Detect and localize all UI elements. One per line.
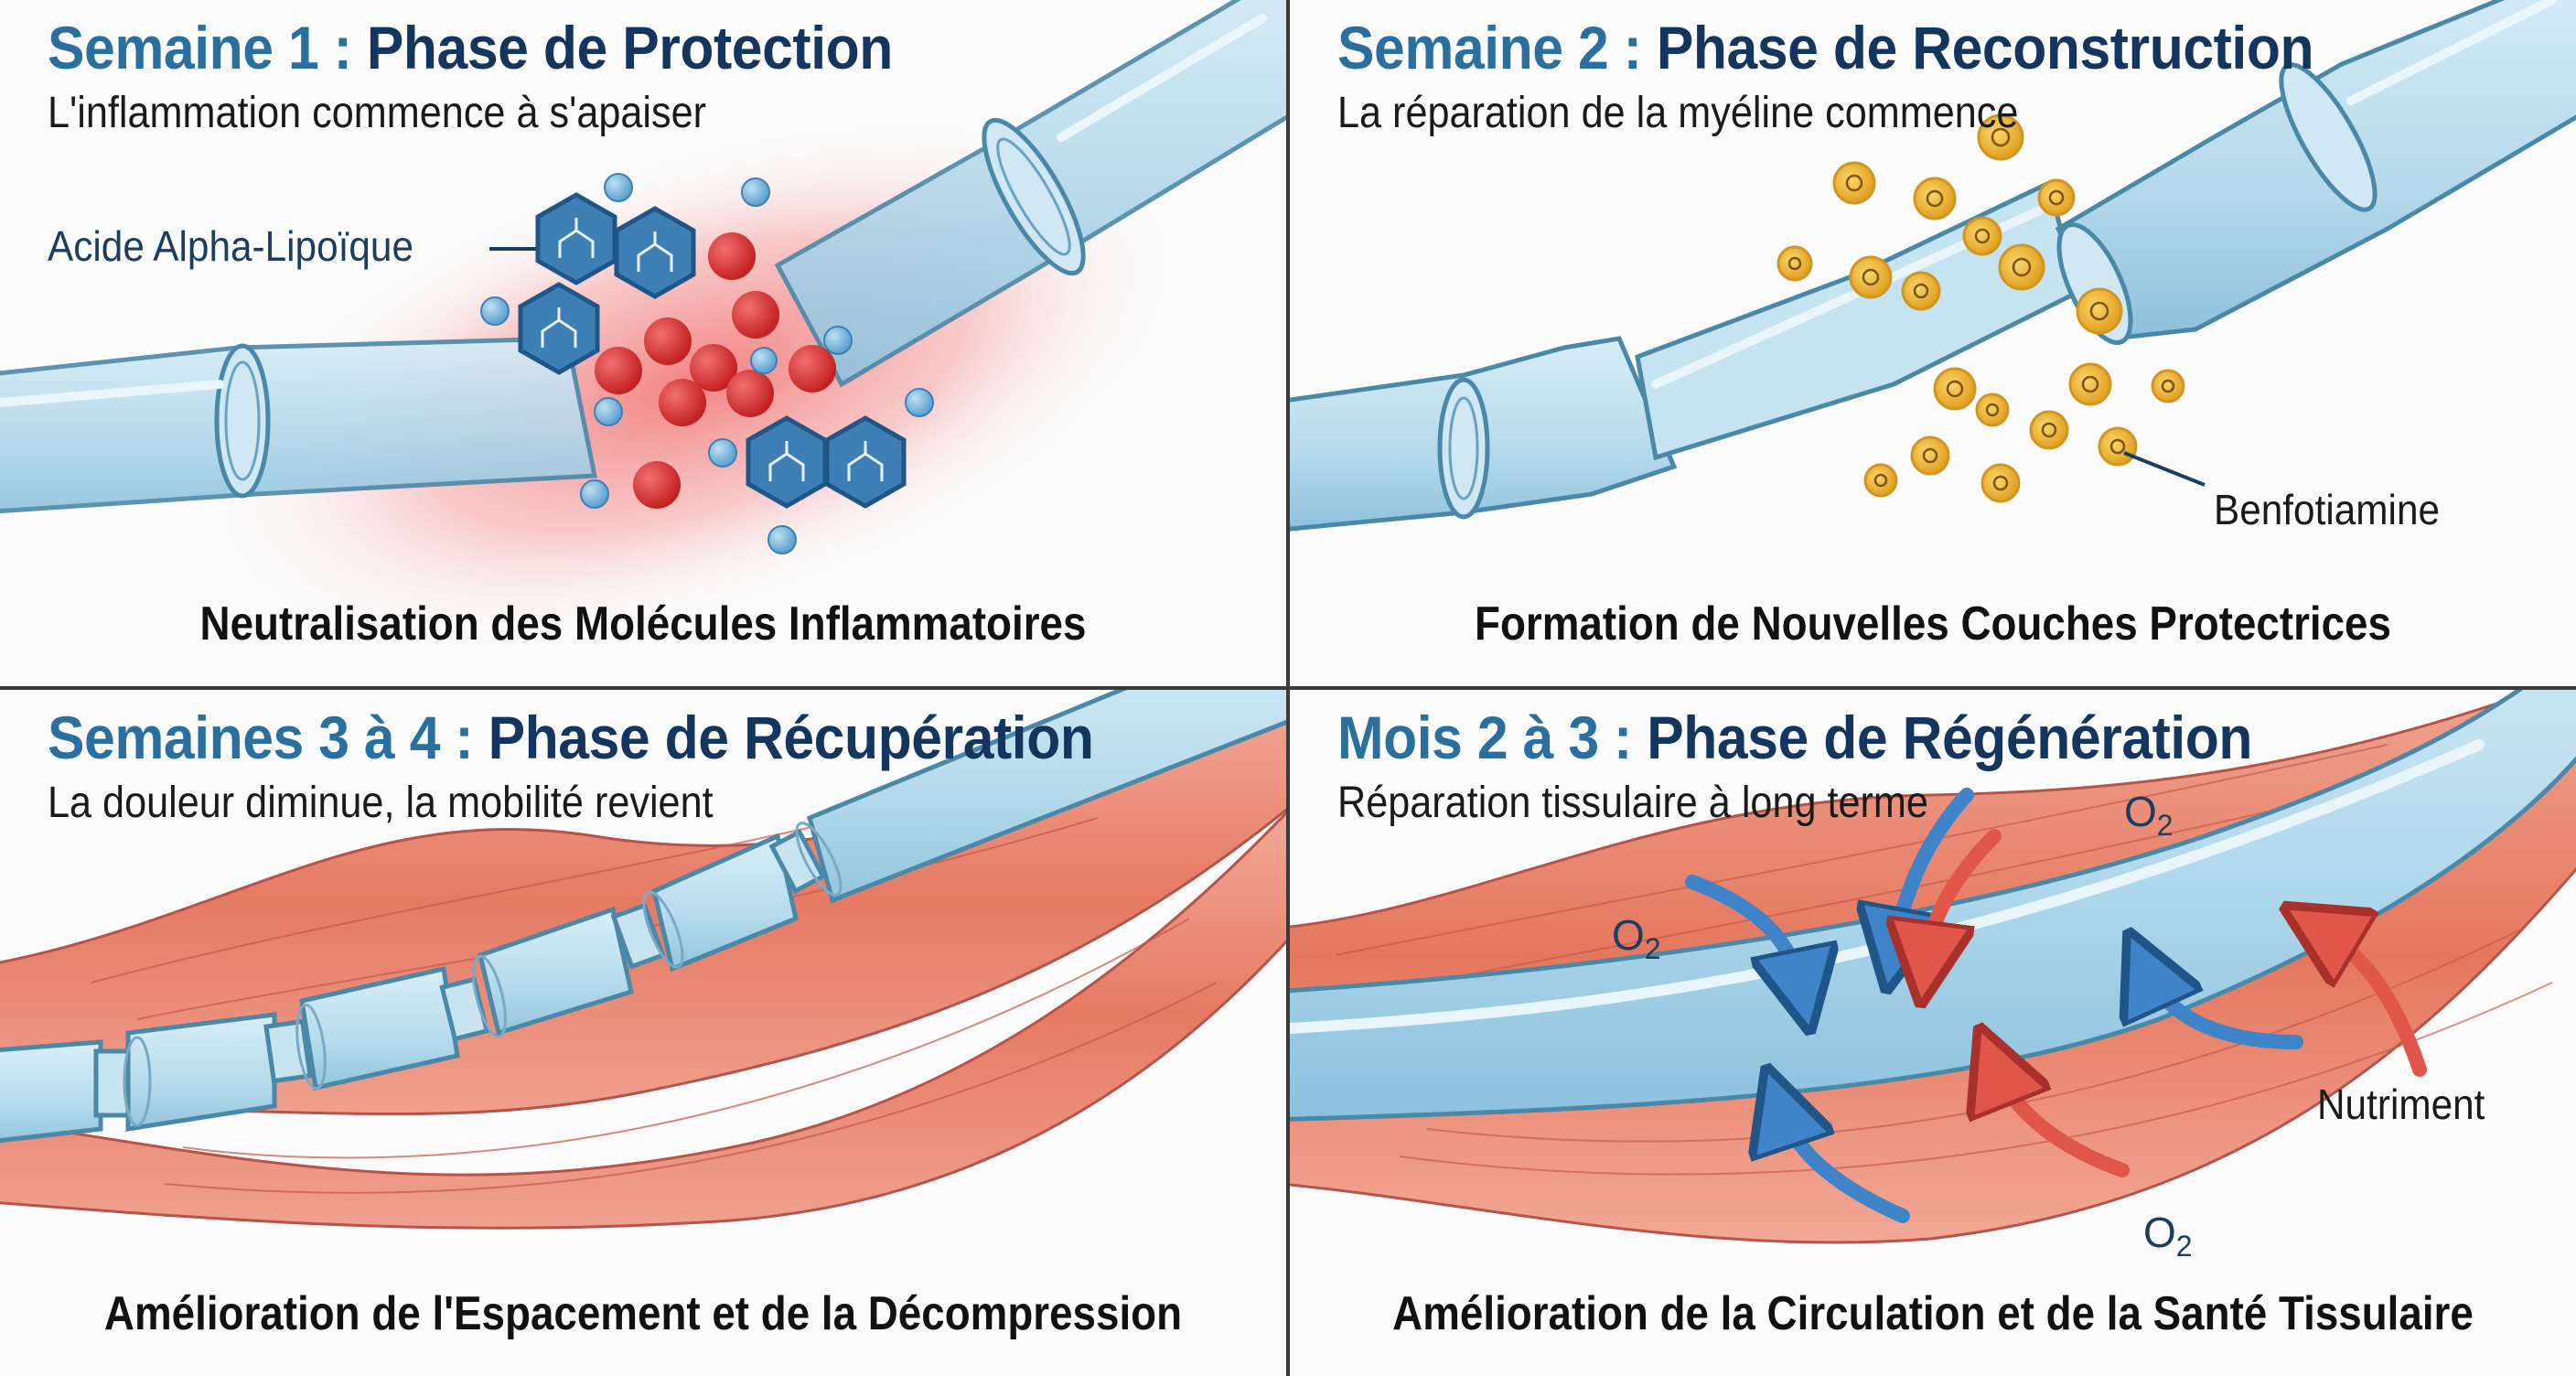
panel-week1: Semaine 1 : Phase de Protection L'inflam… bbox=[0, 0, 1286, 686]
panel-weeks3-4: Semaines 3 à 4 : Phase de Récupération L… bbox=[0, 690, 1286, 1376]
small-bubble-icon bbox=[480, 173, 934, 554]
alpha-lipoic-acid-label: Acide Alpha-Lipoïque bbox=[48, 222, 413, 270]
panel-subtitle: La douleur diminue, la mobilité revient bbox=[48, 779, 714, 827]
panel-months2-3: Mois 2 à 3 : Phase de Régénération Répar… bbox=[1290, 690, 2576, 1376]
week1-illustration bbox=[0, 0, 1286, 654]
title-period: Semaine 1 : bbox=[48, 14, 352, 81]
title-phase: Phase de Reconstruction bbox=[1656, 14, 2314, 81]
oxygen-label: O2 bbox=[1612, 911, 1661, 965]
title-phase: Phase de Protection bbox=[366, 14, 893, 81]
panel-title: Semaines 3 à 4 : Phase de Récupération bbox=[48, 703, 1094, 772]
title-period: Semaine 2 : bbox=[1337, 14, 1642, 81]
panel-title: Semaine 2 : Phase de Reconstruction bbox=[1337, 13, 2314, 82]
panel-caption: Amélioration de l'Espacement et de la Dé… bbox=[103, 1287, 1183, 1340]
myelin-nerve-icon bbox=[774, 0, 1286, 388]
panel-week2: Semaine 2 : Phase de Reconstruction La r… bbox=[1290, 0, 2576, 686]
nutrient-arrow-icon bbox=[1926, 829, 2427, 1177]
panel-caption: Formation de Nouvelles Couches Protectri… bbox=[1475, 597, 2391, 650]
months2-3-illustration bbox=[1290, 690, 2576, 1244]
nerve-segment-icon bbox=[0, 690, 1286, 1144]
title-phase: Phase de Récupération bbox=[488, 704, 1094, 771]
title-period: Semaines 3 à 4 : bbox=[48, 704, 474, 771]
nutrient-label: Nutriment bbox=[2317, 1080, 2485, 1128]
title-phase: Phase de Régénération bbox=[1647, 704, 2253, 771]
panel-subtitle: L'inflammation commence à s'apaiser bbox=[48, 89, 707, 137]
panel-subtitle: La réparation de la myéline commence bbox=[1337, 89, 2019, 137]
myelin-nerve-icon bbox=[0, 336, 598, 514]
panel-caption: Amélioration de la Circulation et de la … bbox=[1392, 1287, 2474, 1340]
weeks3-4-illustration bbox=[0, 690, 1286, 1230]
oxygen-label: O2 bbox=[2143, 1209, 2193, 1263]
inflammatory-molecule-icon bbox=[595, 232, 836, 509]
panel-caption: Neutralisation des Molécules Inflammatoi… bbox=[199, 597, 1087, 650]
panel-title: Semaine 1 : Phase de Protection bbox=[48, 13, 893, 82]
antioxidant-hexagon-icon bbox=[518, 192, 907, 509]
benfotiamine-label: Benfotiamine bbox=[2214, 486, 2441, 533]
title-period: Mois 2 à 3 : bbox=[1337, 704, 1632, 771]
oxygen-label: O2 bbox=[2124, 788, 2174, 842]
week2-illustration bbox=[1290, 0, 2576, 532]
panel-subtitle: Réparation tissulaire à long terme bbox=[1337, 779, 1928, 827]
myelin-nerve-icon bbox=[1290, 0, 2576, 532]
panel-title: Mois 2 à 3 : Phase de Régénération bbox=[1337, 703, 2253, 772]
horizontal-divider bbox=[0, 686, 2576, 690]
